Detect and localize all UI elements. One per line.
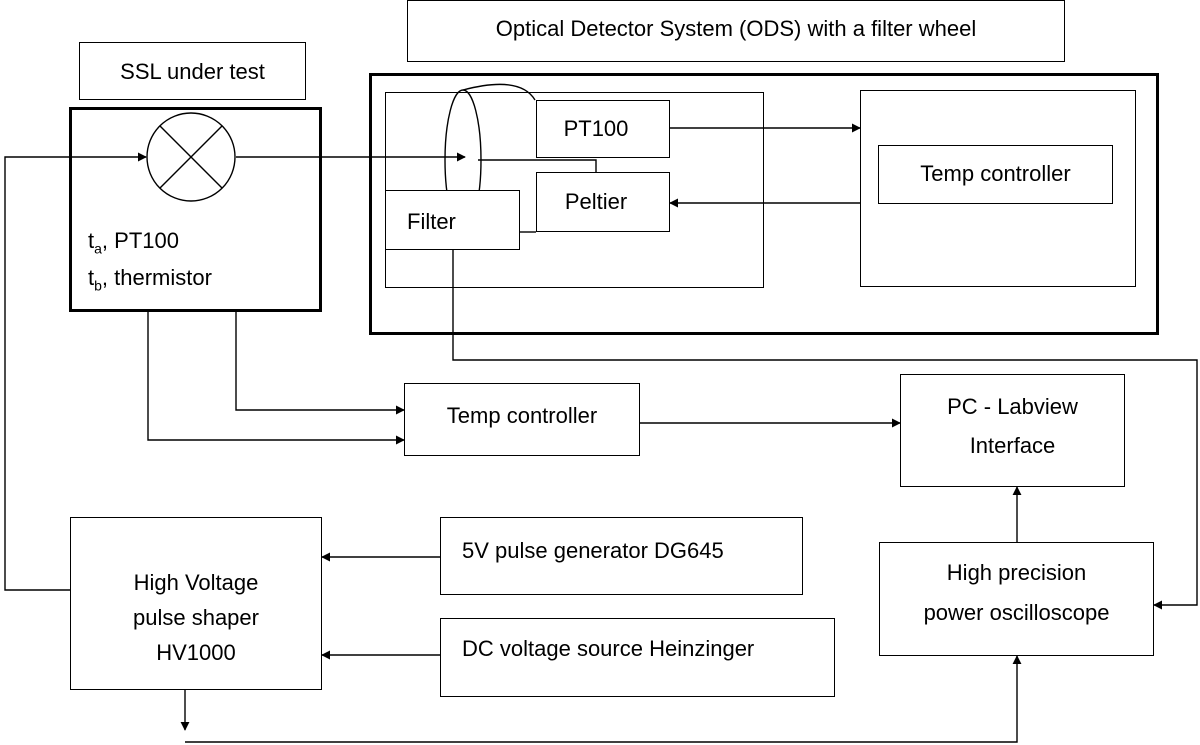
pc-labview-line1: PC - Labview xyxy=(947,394,1078,419)
pulse-generator-box xyxy=(440,517,803,595)
wire-bottom-to-oscilloscope xyxy=(185,655,1022,743)
ssl-box xyxy=(69,107,322,312)
ssl-sensor-tb: tb, thermistor xyxy=(88,265,212,294)
dc-source-label: DC voltage source Heinzinger xyxy=(462,636,755,661)
temp-controller-label: Temp controller xyxy=(446,403,598,428)
wire-ssl-tb xyxy=(147,312,405,445)
temp-controller-box xyxy=(404,383,640,456)
pc-labview-line2: Interface xyxy=(969,433,1056,458)
oscilloscope-line2: power oscilloscope xyxy=(923,600,1110,625)
ods-controller-box xyxy=(878,145,1113,204)
ssl-title-label: SSL under test xyxy=(120,59,265,84)
pulse-generator-label: 5V pulse generator DG645 xyxy=(462,538,724,563)
pt100-label: PT100 xyxy=(563,116,629,141)
filter-wheel-arc xyxy=(462,83,536,101)
dc-source-box xyxy=(440,618,835,697)
lens-connector xyxy=(478,159,597,172)
lamp-icon xyxy=(146,112,236,202)
ssl-title-box xyxy=(79,42,306,100)
ssl-sensor-ta: ta, PT100 xyxy=(88,228,179,257)
ods-controller-outer-box xyxy=(860,90,1136,287)
wire-filter-to-oscilloscope xyxy=(452,250,1198,610)
pc-labview-box xyxy=(900,374,1125,487)
hv-shaper-line2: pulse shaper xyxy=(133,605,259,630)
oscilloscope-box xyxy=(879,542,1154,656)
filter-box xyxy=(385,190,520,250)
oscilloscope-line1: High precision xyxy=(946,560,1087,585)
filter-label: Filter xyxy=(407,209,456,234)
hv-shaper-line1: High Voltage xyxy=(133,570,259,595)
peltier-box xyxy=(536,172,670,232)
wire-ssl-ta xyxy=(235,312,405,415)
pt100-box xyxy=(536,100,670,158)
ods-controller-label: Temp controller xyxy=(920,161,1071,186)
ods-system-box xyxy=(369,73,1159,335)
hv-shaper-line3: HV1000 xyxy=(156,640,236,665)
ods-title-label: Optical Detector System (ODS) with a fil… xyxy=(495,16,977,41)
wire-hv-to-ssl xyxy=(4,152,147,591)
hv-shaper-box xyxy=(70,517,322,690)
peltier-label: Peltier xyxy=(564,189,628,214)
ods-title-box xyxy=(407,0,1065,62)
